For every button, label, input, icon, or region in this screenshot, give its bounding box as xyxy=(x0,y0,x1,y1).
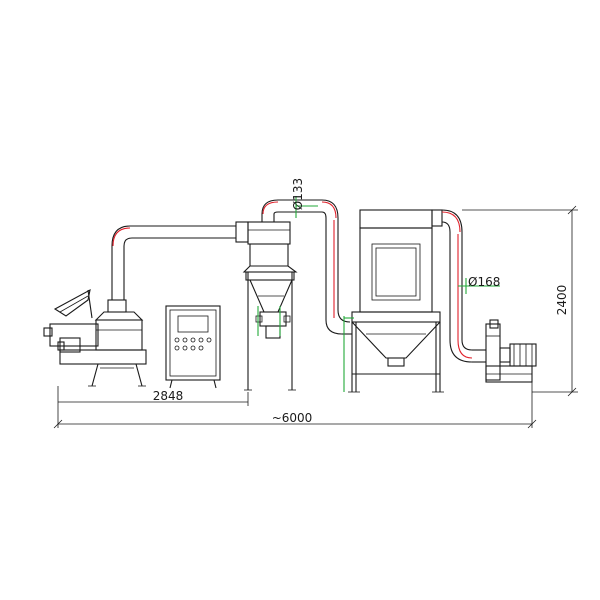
dust-collector xyxy=(343,209,444,393)
cyclone-separator xyxy=(242,221,298,391)
pipe-diameter-top-label: Ø133 xyxy=(291,178,305,210)
dimension-height xyxy=(462,205,578,397)
dimension-total-length xyxy=(53,382,537,429)
height-label: 2400 xyxy=(555,285,569,316)
induced-draft-fan xyxy=(485,319,537,383)
dimension-partial-length xyxy=(57,386,249,406)
pipe-cyclone-to-collector xyxy=(261,196,352,335)
pipe-mill-to-cyclone xyxy=(111,221,249,300)
total-length-label: ~6000 xyxy=(272,411,313,425)
pipe-diameter-collector-label: Ø168 xyxy=(468,275,500,289)
pipe-collector-to-fan xyxy=(441,209,500,363)
grinding-mill xyxy=(43,288,147,387)
control-cabinet xyxy=(165,305,221,389)
partial-length-label: 2848 xyxy=(153,389,184,403)
